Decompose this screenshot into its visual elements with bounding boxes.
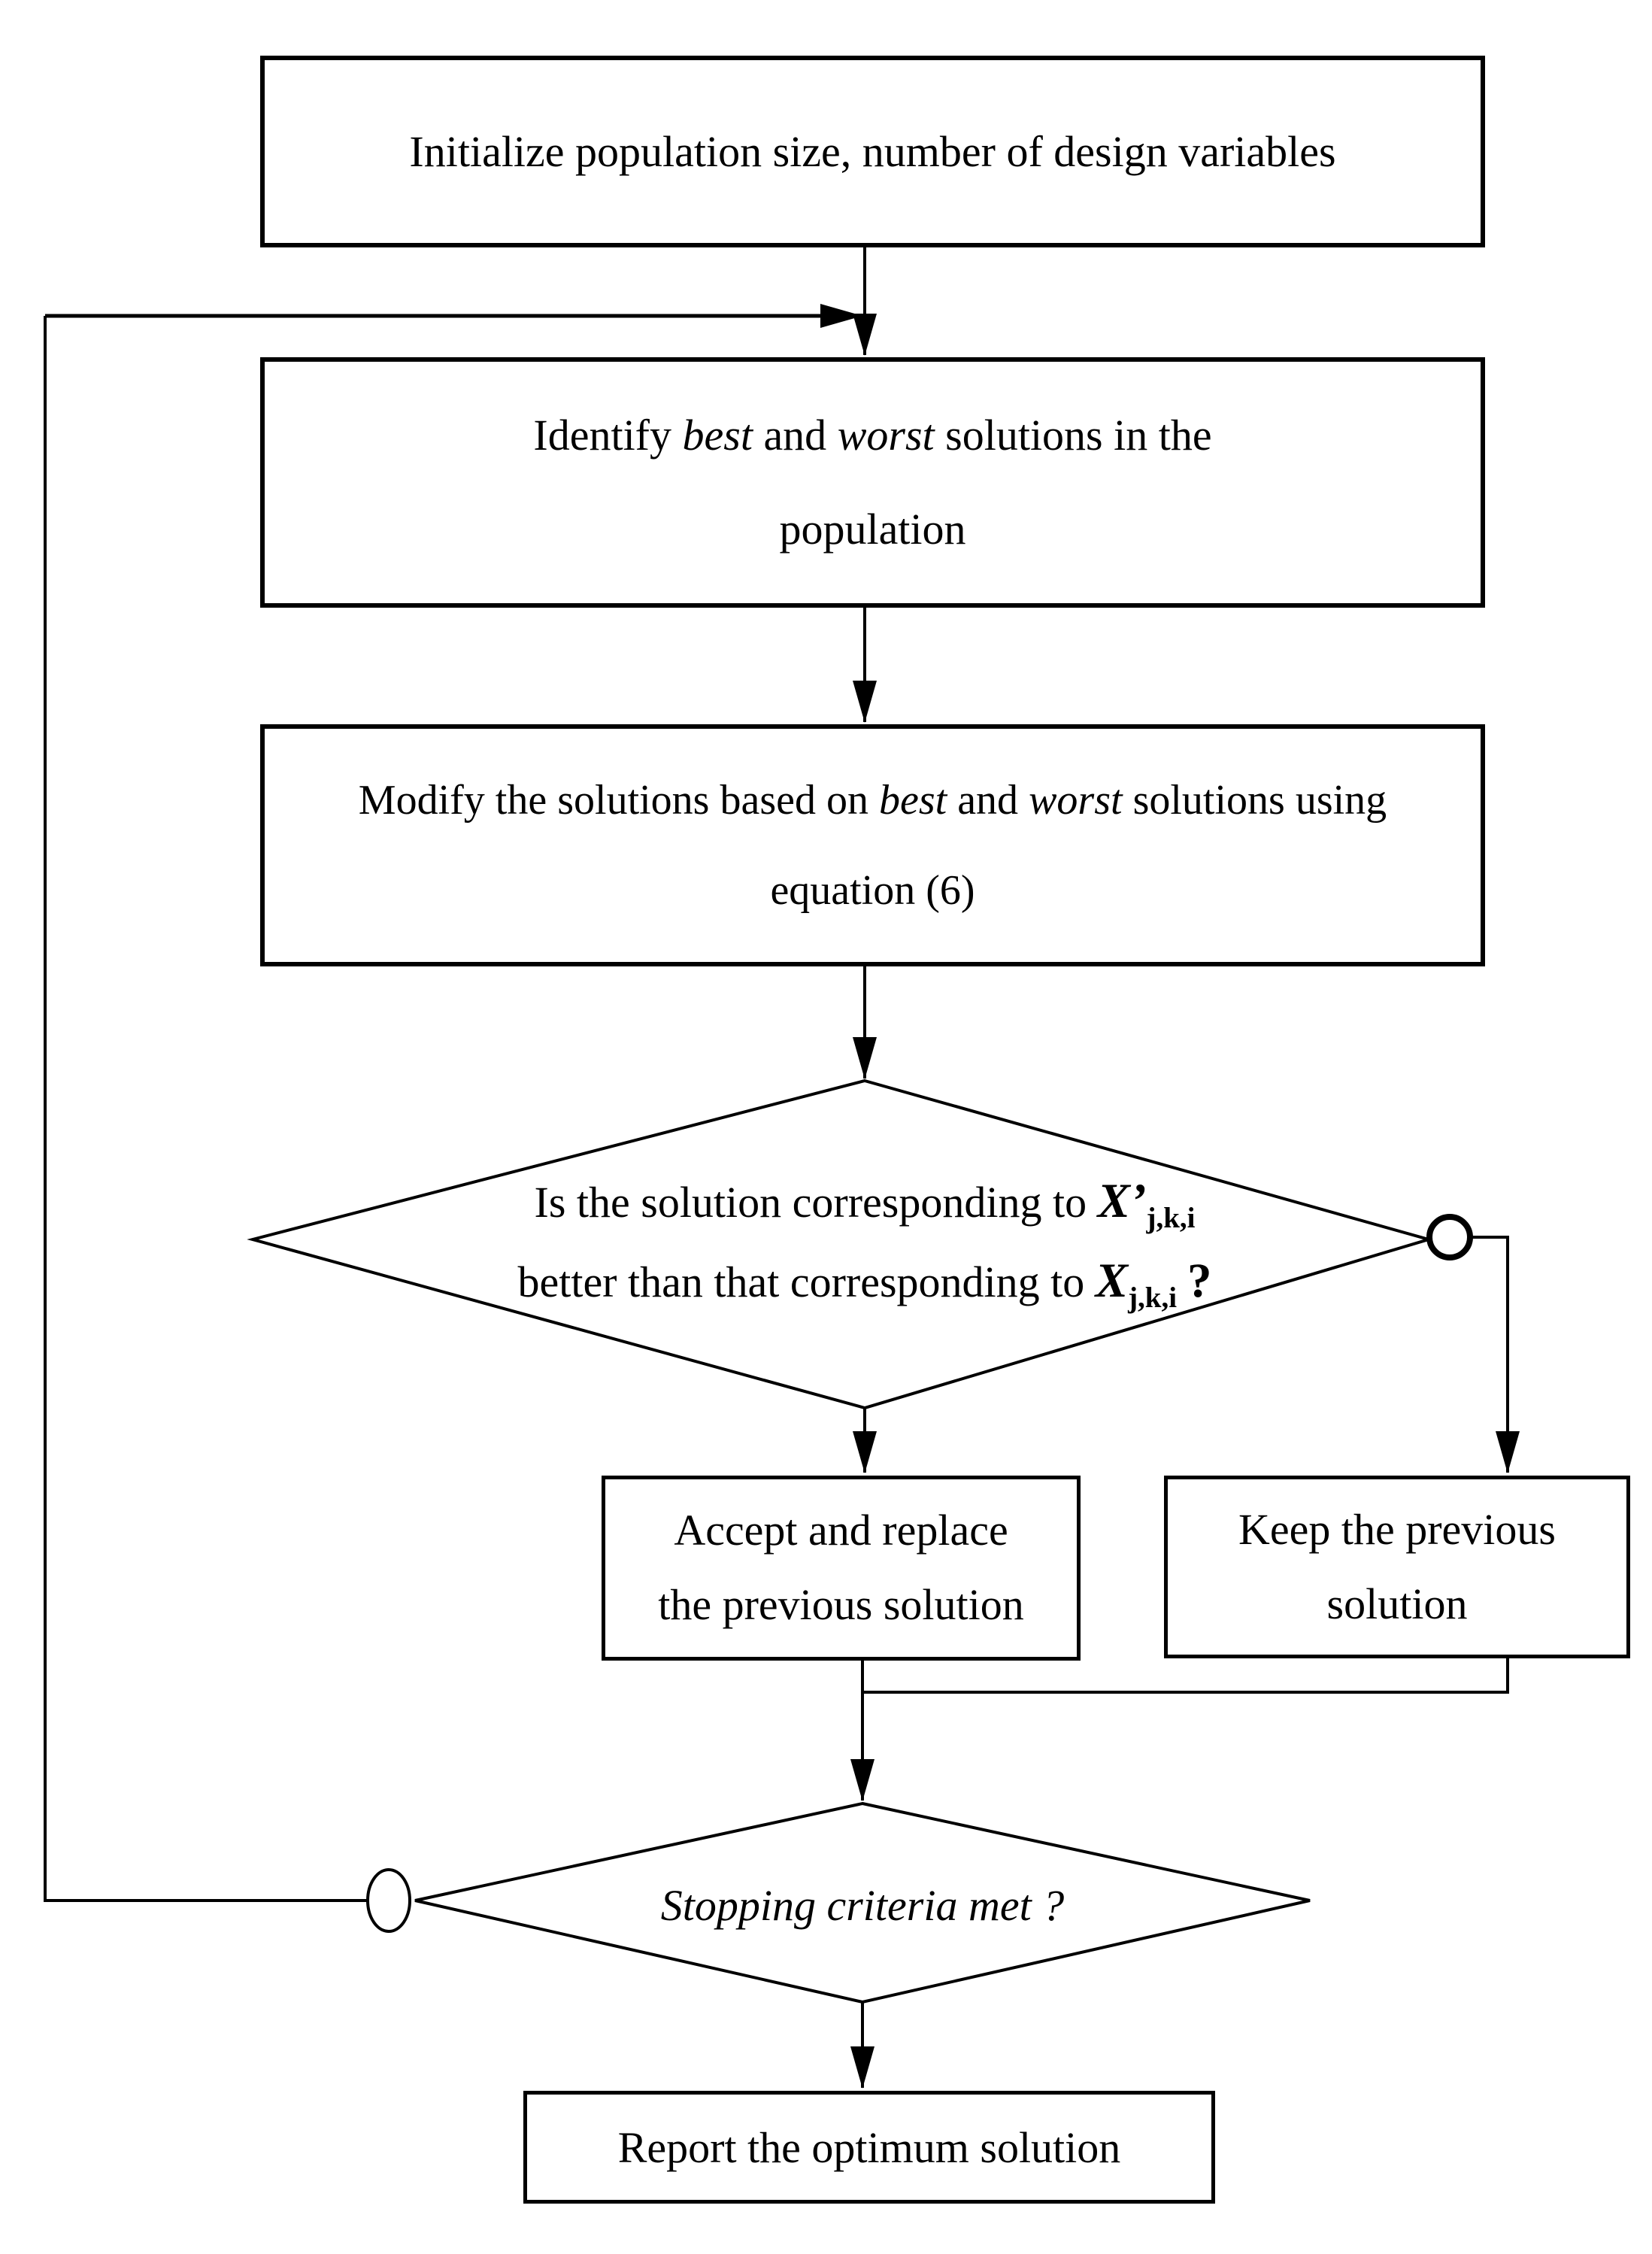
x-symbol: X bbox=[1095, 1254, 1129, 1309]
decision-stopping-label: Stopping criteria met ? bbox=[301, 1867, 1424, 1945]
process-box-initialize: Initialize population size, number of de… bbox=[260, 56, 1485, 247]
x-subscript: j,k,i bbox=[1128, 1282, 1178, 1315]
process-box-report: Report the optimum solution bbox=[523, 2091, 1215, 2204]
identify-text-3: solutions in the bbox=[934, 410, 1212, 460]
process-box-keep: Keep the previous solution bbox=[1164, 1476, 1630, 1658]
compare-question-mark: ? bbox=[1187, 1254, 1212, 1309]
flow-line-loop-rail bbox=[44, 316, 368, 1902]
process-box-modify-line1: Modify the solutions based on best and w… bbox=[359, 755, 1387, 845]
flow-arrow-decision-to-keep bbox=[1470, 1236, 1520, 1473]
decision-compare-label: Is the solution corresponding to X’j,k,i… bbox=[263, 1162, 1466, 1322]
process-box-report-label: Report the optimum solution bbox=[617, 2122, 1121, 2172]
process-box-identify: Identify best and worst solutions in the… bbox=[260, 357, 1485, 608]
decision-compare-line2: better than that corresponding to Xj,k,i… bbox=[263, 1242, 1466, 1321]
connector-circle-loop bbox=[366, 1868, 411, 1933]
compare-text-2: better than that corresponding to bbox=[517, 1257, 1096, 1307]
process-box-accept-line2: the previous solution bbox=[658, 1580, 1024, 1629]
modify-text-1: Modify the solutions based on bbox=[358, 776, 879, 824]
decision-stopping-text: Stopping criteria met ? bbox=[660, 1881, 1065, 1930]
connector-circle-no-branch bbox=[1426, 1214, 1473, 1260]
identify-text-2: and bbox=[752, 410, 838, 460]
x-prime-symbol: X’ bbox=[1097, 1174, 1147, 1228]
modify-text-3: solutions using bbox=[1122, 776, 1387, 824]
x-prime-subscript: j,k,i bbox=[1146, 1201, 1196, 1234]
process-box-identify-line1: Identify best and worst solutions in the bbox=[533, 389, 1211, 483]
process-box-modify: Modify the solutions based on best and w… bbox=[260, 724, 1485, 966]
decision-diamond-compare bbox=[247, 1078, 1435, 1410]
process-box-keep-line1: Keep the previous bbox=[1238, 1504, 1556, 1554]
identify-text-1: Identify bbox=[533, 410, 683, 460]
identify-best-italic: best bbox=[682, 410, 753, 460]
modify-worst-italic: worst bbox=[1029, 776, 1123, 824]
process-box-initialize-label: Initialize population size, number of de… bbox=[409, 127, 1336, 176]
process-box-accept: Accept and replace the previous solution bbox=[602, 1476, 1081, 1661]
process-box-identify-line2: population bbox=[779, 504, 966, 554]
flow-line-keep-merge bbox=[862, 1658, 1509, 1694]
x-variable: Xj,k,i bbox=[1095, 1254, 1177, 1312]
modify-best-italic: best bbox=[878, 776, 947, 824]
decision-diamond-stopping bbox=[414, 1801, 1311, 2004]
compare-text-1: Is the solution corresponding to bbox=[534, 1178, 1098, 1227]
process-box-modify-line2: equation (6) bbox=[770, 867, 975, 914]
modify-text-2: and bbox=[947, 776, 1029, 824]
x-prime-variable: X’j,k,i bbox=[1097, 1174, 1196, 1233]
identify-worst-italic: worst bbox=[837, 410, 935, 460]
process-box-keep-line2: solution bbox=[1326, 1579, 1468, 1628]
process-box-accept-line1: Accept and replace bbox=[674, 1506, 1008, 1555]
decision-compare-line1: Is the solution corresponding to X’j,k,i bbox=[263, 1162, 1466, 1242]
